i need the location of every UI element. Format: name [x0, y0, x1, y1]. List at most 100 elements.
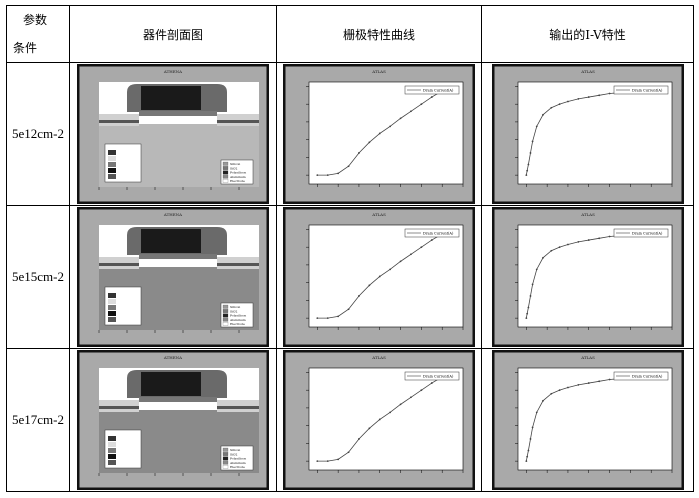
- legend-swatch: [222, 317, 229, 322]
- output-iv-chart: ATLAS Drain Current(A): [491, 350, 684, 490]
- data-point: [576, 97, 579, 100]
- gate-dielectric: [139, 111, 217, 116]
- data-point: [337, 172, 340, 175]
- drain-band: [217, 120, 259, 123]
- figure-title: ATLAS: [371, 355, 386, 360]
- legend-box: [613, 85, 668, 95]
- figure-title: ATLAS: [371, 212, 386, 217]
- legend-swatch: [222, 304, 229, 309]
- data-point: [316, 317, 319, 320]
- legend-swatch: [222, 322, 229, 326]
- data-point: [399, 260, 402, 263]
- figure-title: ATLAS: [580, 355, 595, 360]
- data-point: [529, 295, 531, 297]
- data-point: [531, 426, 533, 429]
- legend-swatch: [108, 311, 116, 316]
- legend-label: Electrode: [230, 179, 245, 183]
- data-point: [358, 438, 360, 440]
- data-point: [587, 239, 590, 241]
- data-point: [608, 378, 610, 381]
- legend-box: [613, 371, 668, 381]
- data-point: [587, 382, 590, 384]
- doping-legend: [104, 143, 142, 183]
- data-point: [358, 295, 360, 297]
- legend-label: Electrode: [230, 465, 245, 469]
- condition-cell: 5e17cm-2: [6, 348, 70, 492]
- legend-swatch: [108, 436, 116, 441]
- legend-label: Polysilicon: [230, 314, 246, 318]
- chart-legend: Drain Current(A): [404, 371, 460, 381]
- chart-legend: Drain Current(A): [613, 228, 668, 238]
- data-point: [527, 163, 529, 166]
- data-point: [430, 382, 433, 384]
- legend-swatch: [222, 174, 229, 179]
- plot-area: [517, 81, 672, 185]
- legend-swatch: [108, 174, 116, 179]
- data-point: [378, 418, 381, 421]
- legend-swatch: [222, 170, 229, 175]
- data-point: [531, 140, 533, 143]
- legend-swatch: [108, 442, 116, 447]
- legend-label: Drain Current(A): [632, 375, 663, 379]
- legend-label: SiO2: [230, 309, 237, 313]
- legend-swatch: [108, 454, 116, 459]
- data-point: [527, 306, 529, 309]
- legend-label: Polysilicon: [230, 171, 246, 175]
- data-point: [576, 383, 579, 386]
- condition-cell: 5e15cm-2: [6, 205, 70, 349]
- data-point: [597, 237, 600, 240]
- legend-box: [404, 371, 460, 381]
- data-point: [337, 315, 340, 318]
- data-point: [566, 243, 569, 246]
- legend-swatch: [108, 305, 116, 310]
- source-band: [99, 120, 139, 123]
- legend-label: Silicon: [230, 448, 240, 452]
- legend-label: Aluminum: [229, 175, 246, 179]
- data-point: [347, 451, 350, 454]
- doping-legend: [104, 429, 142, 469]
- data-point: [527, 449, 529, 452]
- data-point: [608, 235, 610, 238]
- col-header-cross-section: 器件剖面图: [69, 5, 277, 63]
- legend-swatch: [222, 452, 229, 456]
- legend-label: Aluminum: [229, 318, 246, 322]
- condition-cell: 5e12cm-2: [6, 62, 70, 206]
- data-point: [389, 268, 392, 271]
- data-point: [529, 438, 531, 440]
- figure-title: ATHENA: [163, 69, 182, 74]
- data-point: [535, 268, 538, 271]
- data-point: [535, 411, 538, 414]
- col-header-gate-curve: 栅极特性曲线: [276, 5, 482, 63]
- legend-label: Drain Current(A): [632, 89, 663, 93]
- legend-swatch: [108, 317, 116, 322]
- legend-swatch: [108, 293, 116, 298]
- corner-top-label: 参数: [23, 13, 48, 27]
- legend-swatch: [108, 168, 116, 173]
- header-row: 参数 条件 器件剖面图 栅极特性曲线 输出的I-V特性: [6, 5, 694, 63]
- data-point: [525, 455, 528, 458]
- gate-curve-cell: ATLAS Drain Current(A): [276, 348, 482, 492]
- legend-swatch: [108, 448, 116, 453]
- data-point: [535, 125, 538, 128]
- data-point: [541, 113, 544, 116]
- polysilicon-gate: [141, 372, 201, 396]
- data-point: [410, 253, 412, 256]
- data-point: [549, 392, 552, 395]
- legend-swatch: [222, 456, 229, 461]
- legend-swatch: [108, 150, 116, 155]
- data-point: [420, 103, 423, 106]
- data-point: [608, 92, 610, 95]
- legend-label: SiO2: [230, 166, 237, 170]
